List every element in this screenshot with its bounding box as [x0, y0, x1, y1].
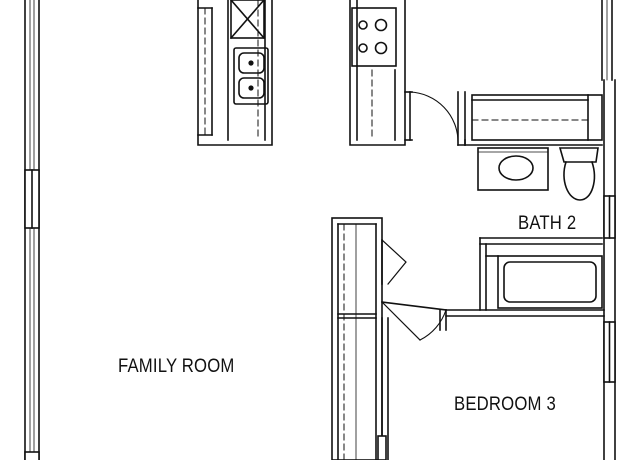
stove-range	[351, 7, 397, 67]
bath-vanity	[477, 147, 549, 191]
closet-door	[381, 239, 407, 285]
bedroom-door	[381, 301, 447, 460]
bath-walls	[457, 139, 603, 311]
kitchen-sink-counter	[197, 0, 273, 146]
range-counter	[349, 0, 406, 146]
bath-door	[404, 91, 466, 146]
left-exterior-wall	[24, 0, 40, 460]
double-sink	[233, 47, 269, 105]
bath-linen-shelf	[471, 94, 603, 141]
toilet	[558, 147, 599, 201]
bedroom-top-wall	[445, 309, 605, 317]
bathtub	[485, 255, 603, 309]
right-window-2	[603, 321, 616, 383]
right-exterior-wall	[601, 0, 616, 460]
closet-block	[331, 217, 383, 460]
bedroom-3-label: BEDROOM 3	[454, 394, 556, 415]
left-window-1	[24, 169, 40, 229]
dishwasher	[229, 0, 266, 40]
bath-2-label: BATH 2	[518, 213, 577, 234]
family-room-label: FAMILY ROOM	[118, 356, 235, 377]
right-window-1	[603, 195, 616, 239]
left-window-2	[24, 451, 40, 460]
closet-door-lower	[377, 435, 387, 460]
